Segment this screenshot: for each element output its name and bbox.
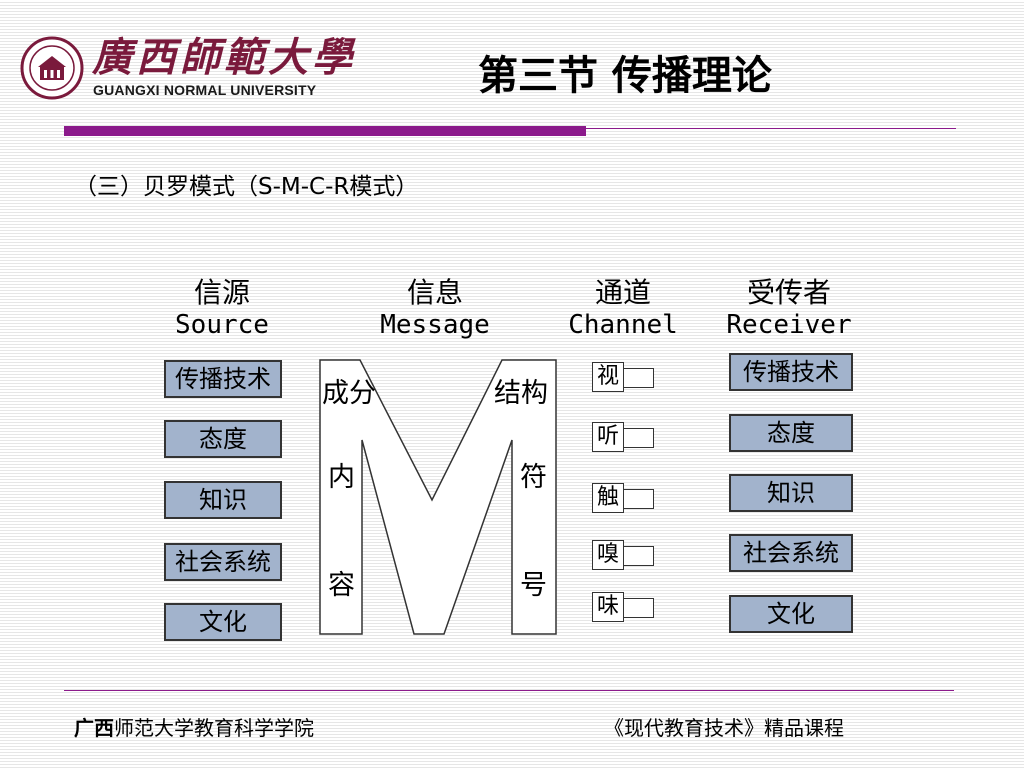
header-divider	[586, 128, 956, 129]
source-item-social-system: 社会系统	[164, 543, 282, 581]
university-logo-english: GUANGXI NORMAL UNIVERSITY	[93, 82, 317, 98]
message-code-char-2: 号	[520, 570, 547, 601]
source-item-culture: 文化	[164, 603, 282, 641]
footer-institution: 广西师范大学教育科学学院	[74, 712, 314, 741]
channel-item-taste: 味	[592, 592, 624, 622]
receiver-label-cn: 受传者	[746, 276, 831, 309]
university-seal-logo	[20, 36, 84, 100]
channel-item-sight: 视	[592, 362, 624, 392]
channel-label-en: Channel	[568, 310, 678, 340]
footer-divider	[64, 690, 954, 691]
receiver-item-social-system: 社会系统	[729, 534, 853, 572]
receiver-item-attitude: 态度	[729, 414, 853, 452]
footer-course-name: 《现代教育技术》精品课程	[604, 716, 844, 740]
column-header-receiver: 受传者 Receiver	[716, 276, 862, 340]
channel-tab-touch	[624, 489, 654, 509]
footer-institution-rest: 师范大学教育科学学院	[114, 716, 314, 740]
page-title: 第三节 传播理论	[478, 53, 772, 99]
message-m-shape	[319, 359, 557, 635]
channel-item-hearing: 听	[592, 422, 624, 452]
source-label-cn: 信源	[193, 276, 250, 309]
source-item-communication-skills: 传播技术	[164, 360, 282, 398]
channel-tab-smell	[624, 546, 654, 566]
channel-item-smell: 嗅	[592, 540, 624, 570]
source-label-en: Source	[175, 310, 269, 340]
receiver-label-en: Receiver	[726, 310, 852, 340]
message-label-en: Message	[380, 310, 490, 340]
message-content-elements: 成分	[322, 378, 376, 409]
channel-tab-sight	[624, 368, 654, 388]
receiver-item-communication-skills: 传播技术	[729, 353, 853, 391]
header-accent-bar	[64, 126, 586, 136]
channel-item-touch: 触	[592, 483, 624, 513]
message-content-char-2: 容	[328, 570, 355, 601]
source-item-attitude: 态度	[164, 420, 282, 458]
channel-tab-hearing	[624, 428, 654, 448]
column-header-source: 信源 Source	[162, 276, 282, 340]
receiver-item-culture: 文化	[729, 595, 853, 633]
message-label-cn: 信息	[406, 276, 463, 309]
section-subtitle: （三）贝罗模式（S-M-C-R模式）	[74, 174, 419, 200]
message-content-char-1: 内	[328, 462, 355, 493]
receiver-item-knowledge: 知识	[729, 474, 853, 512]
channel-tab-taste	[624, 598, 654, 618]
column-header-message: 信息 Message	[360, 276, 510, 340]
footer-institution-bold: 广西	[74, 716, 114, 740]
message-structure: 结构	[494, 378, 548, 409]
source-item-knowledge: 知识	[164, 481, 282, 519]
message-code-char-1: 符	[520, 462, 547, 493]
column-header-channel: 通道 Channel	[560, 276, 686, 340]
university-logo-chinese: 廣西師範大學	[92, 34, 356, 81]
channel-label-cn: 通道	[594, 276, 651, 309]
